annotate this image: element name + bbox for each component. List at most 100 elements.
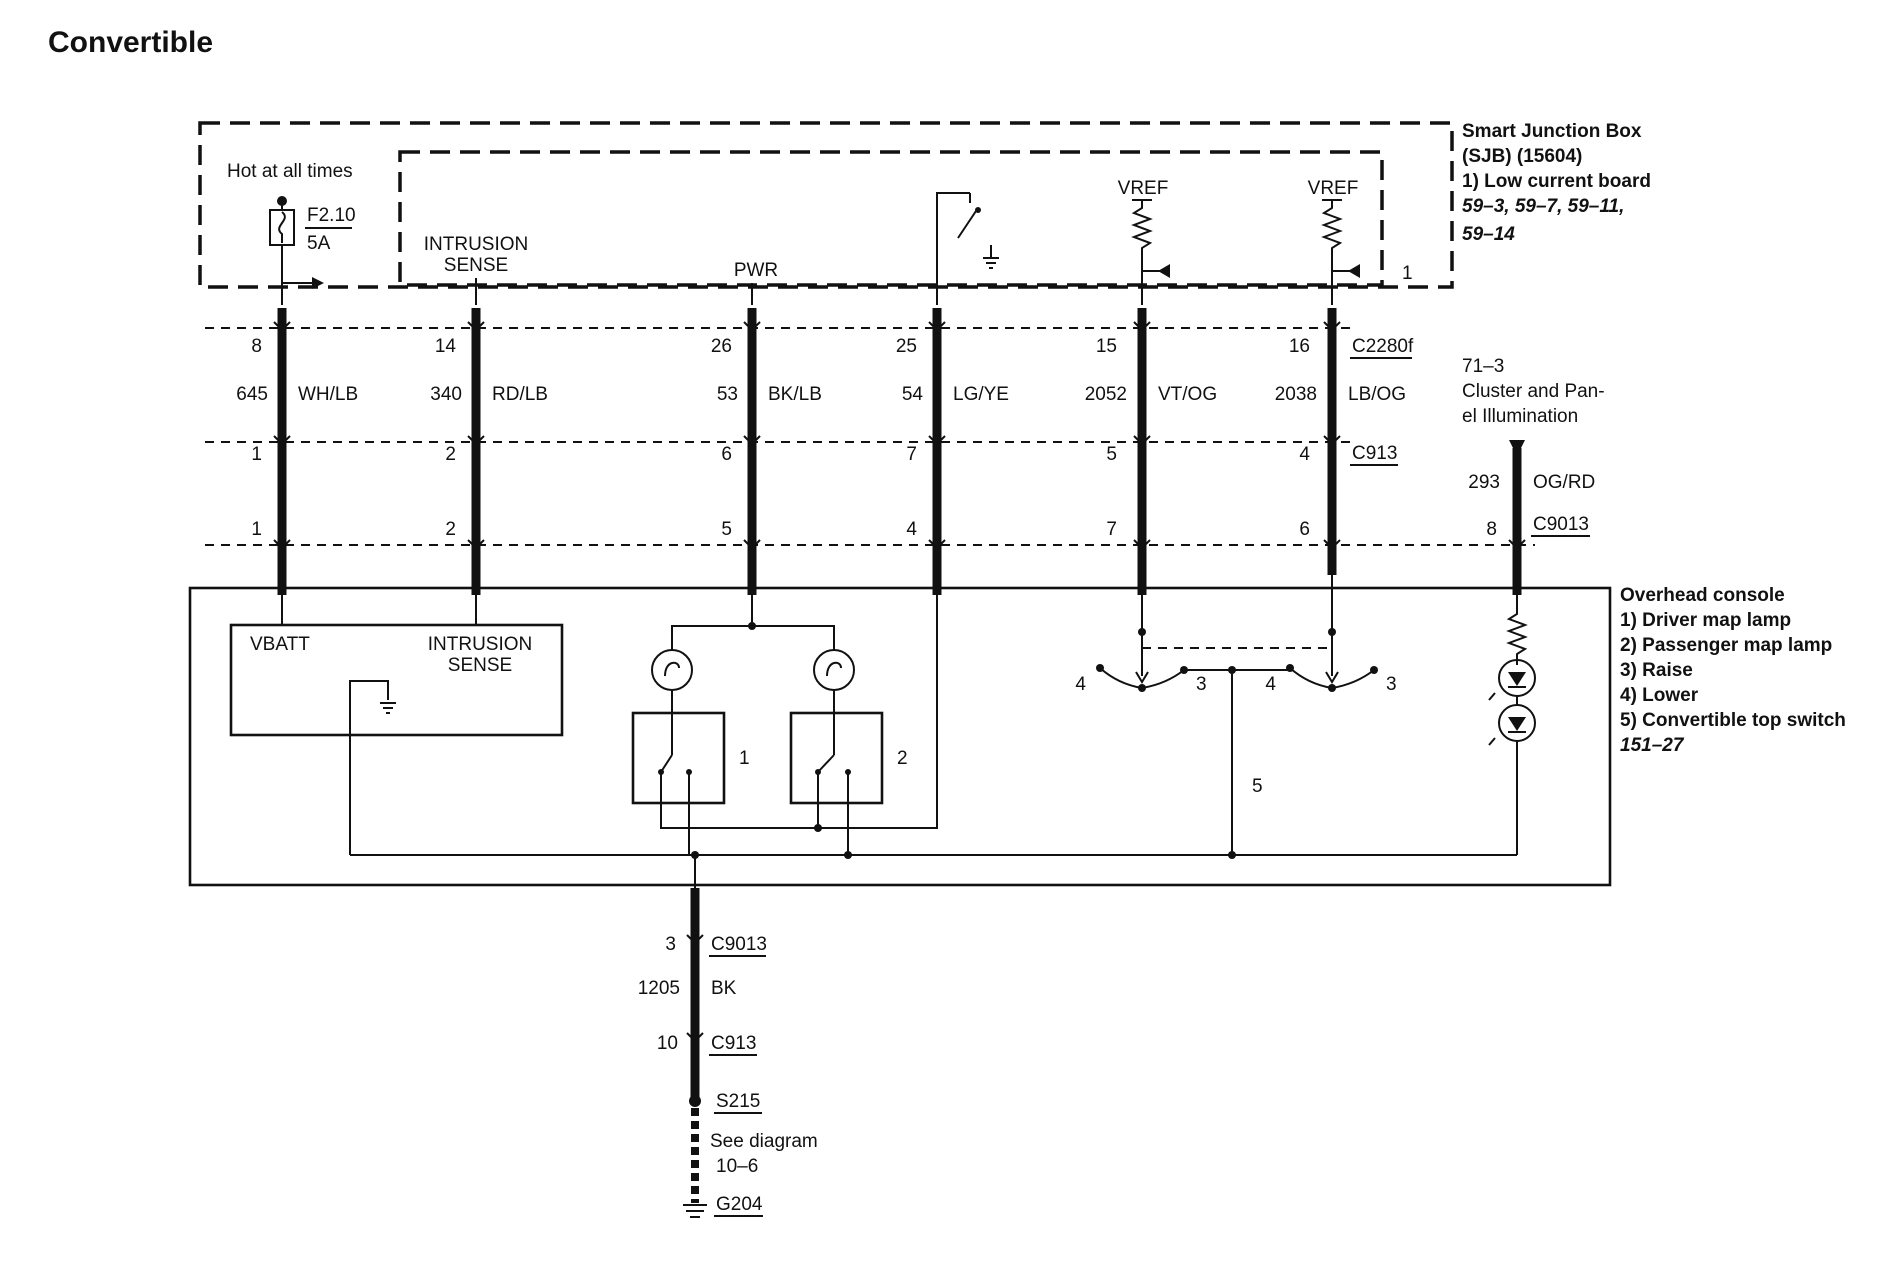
passenger-map-lamp-icon — [813, 649, 855, 691]
pin-mid: 4 — [1299, 444, 1310, 465]
pin-low: 5 — [721, 519, 732, 540]
smart-junction-box: Smart Junction Box (SJB) (15604) 1) Low … — [198, 121, 1651, 305]
ground-wire-color: BK — [711, 978, 737, 999]
resistor-icon — [1321, 200, 1343, 305]
pin-low: 7 — [1106, 519, 1117, 540]
wire-color: RD/LB — [492, 384, 548, 405]
pin-top: 26 — [711, 336, 732, 357]
switch-1-label: 1 — [739, 748, 750, 769]
console-item-5: 5) Convertible top switch — [1620, 710, 1846, 731]
pin-low: 6 — [1299, 519, 1310, 540]
console-item-1: 1) Driver map lamp — [1620, 610, 1791, 631]
console-title: Overhead console — [1620, 585, 1785, 606]
splice-icon — [689, 1095, 701, 1107]
lower-label-a: 4 — [1075, 674, 1086, 695]
console-item-4: 4) Lower — [1620, 685, 1699, 706]
sjb-title-line-2: (SJB) (15604) — [1462, 146, 1582, 167]
connector-c2280f: C2280f — [1352, 336, 1414, 357]
resistor-icon — [1506, 610, 1528, 660]
passenger-map-lamp-switch — [789, 711, 884, 805]
pin-low: 4 — [906, 519, 917, 540]
pin-top: 14 — [435, 336, 457, 357]
connector-c9013: C9013 — [1533, 514, 1589, 535]
sjb-intrusion-label-1: INTRUSION — [424, 234, 529, 255]
pin-low: 1 — [251, 519, 262, 540]
ground-connector-1: C9013 — [711, 934, 767, 955]
page-title: Convertible — [48, 26, 213, 59]
ground-connector-2: C913 — [711, 1033, 756, 1054]
circuit-lg-ye: 25 54 LG/YE 7 4 — [896, 336, 1009, 540]
harness-wires — [205, 308, 1535, 595]
arrow-right-icon — [312, 277, 324, 289]
resistor-icon — [1131, 200, 1153, 305]
illumination-pin: 8 — [1486, 519, 1497, 540]
circuit-wh-lb: 8 645 WH/LB 1 1 — [236, 336, 358, 540]
pin-top: 25 — [896, 336, 917, 357]
sjb-outline — [198, 121, 1454, 289]
overhead-console-outline — [188, 586, 1612, 887]
arrow-left-icon — [1158, 264, 1170, 278]
switch-2-label: 2 — [897, 748, 908, 769]
circuit-number: 2052 — [1085, 384, 1127, 405]
fuse-id: F2.10 — [307, 205, 356, 226]
pin-mid: 5 — [1106, 444, 1117, 465]
low-current-board-outline — [398, 150, 1384, 287]
board-number: 1 — [1402, 263, 1413, 284]
vref-label-1: VREF — [1118, 178, 1169, 199]
circuit-lb-og: 16 2038 LB/OG 4 6 — [1275, 336, 1406, 540]
top-switch-label: 5 — [1252, 776, 1263, 797]
pin-top: 8 — [251, 336, 262, 357]
pin-mid: 7 — [906, 444, 917, 465]
circuit-number: 340 — [430, 384, 462, 405]
ground-circuit: 3 C9013 1205 BK 10 C913 S215 See diagram… — [638, 888, 818, 1218]
connector-c913: C913 — [1352, 443, 1397, 464]
driver-map-lamp-switch — [631, 711, 726, 805]
wire-color: LG/YE — [953, 384, 1009, 405]
see-diagram-ref: 10–6 — [716, 1156, 758, 1177]
ground-circuit-number: 1205 — [638, 978, 680, 999]
illumination-ref: 71–3 — [1462, 356, 1504, 377]
console-item-3: 3) Raise — [1620, 660, 1693, 681]
overhead-console: Overhead console 1) Driver map lamp 2) P… — [188, 575, 1846, 920]
console-item-2: 2) Passenger map lamp — [1620, 635, 1832, 656]
console-ref: 151–27 — [1620, 735, 1685, 756]
lower-label-b: 4 — [1265, 674, 1276, 695]
wire-color: BK/LB — [768, 384, 822, 405]
lower-contact-a-icon — [1099, 667, 1143, 689]
circuit-number: 2038 — [1275, 384, 1317, 405]
sjb-title-line-1: Smart Junction Box — [1462, 121, 1642, 142]
circuit-vt-og: 15 2052 VT/OG 5 7 — [1085, 336, 1217, 540]
lower-contact-b-icon — [1289, 667, 1333, 689]
sjb-ref-line-2: 59–14 — [1462, 224, 1515, 245]
sjb-title-line-3: 1) Low current board — [1462, 171, 1651, 192]
console-intrusion-label-1: INTRUSION — [428, 634, 533, 655]
raise-label-b: 3 — [1386, 674, 1397, 695]
fuse-rating: 5A — [307, 233, 331, 254]
wire-color: LB/OG — [1348, 384, 1406, 405]
pin-mid: 2 — [445, 444, 456, 465]
driver-map-lamp-icon — [651, 649, 693, 691]
illumination-label-1: Cluster and Pan- — [1462, 381, 1605, 402]
circuit-bk-lb: 26 53 BK/LB 6 5 — [711, 336, 822, 540]
wire-color: VT/OG — [1158, 384, 1217, 405]
pin-top: 16 — [1289, 336, 1310, 357]
illumination-wire-color: OG/RD — [1533, 472, 1595, 493]
pwr-label: PWR — [734, 260, 778, 281]
see-diagram-label: See diagram — [710, 1131, 818, 1152]
vbatt-label: VBATT — [250, 634, 310, 655]
pin-low: 2 — [445, 519, 456, 540]
illumination-label-2: el Illumination — [1462, 406, 1578, 427]
illumination-circuit: 71–3 Cluster and Pan- el Illumination 29… — [1462, 356, 1605, 540]
circuit-number: 53 — [717, 384, 738, 405]
circuit-number: 54 — [902, 384, 924, 405]
illumination-circuit-number: 293 — [1468, 472, 1500, 493]
illumination-feed-arrow-icon — [1509, 440, 1525, 456]
ground-pin-2: 10 — [657, 1033, 678, 1054]
intrusion-module — [229, 623, 564, 737]
pin-top: 15 — [1096, 336, 1117, 357]
console-intrusion-label-2: SENSE — [448, 655, 512, 676]
pin-mid: 1 — [251, 444, 262, 465]
hot-at-all-times-label: Hot at all times — [227, 161, 353, 182]
ground-pin-1: 3 — [665, 934, 676, 955]
